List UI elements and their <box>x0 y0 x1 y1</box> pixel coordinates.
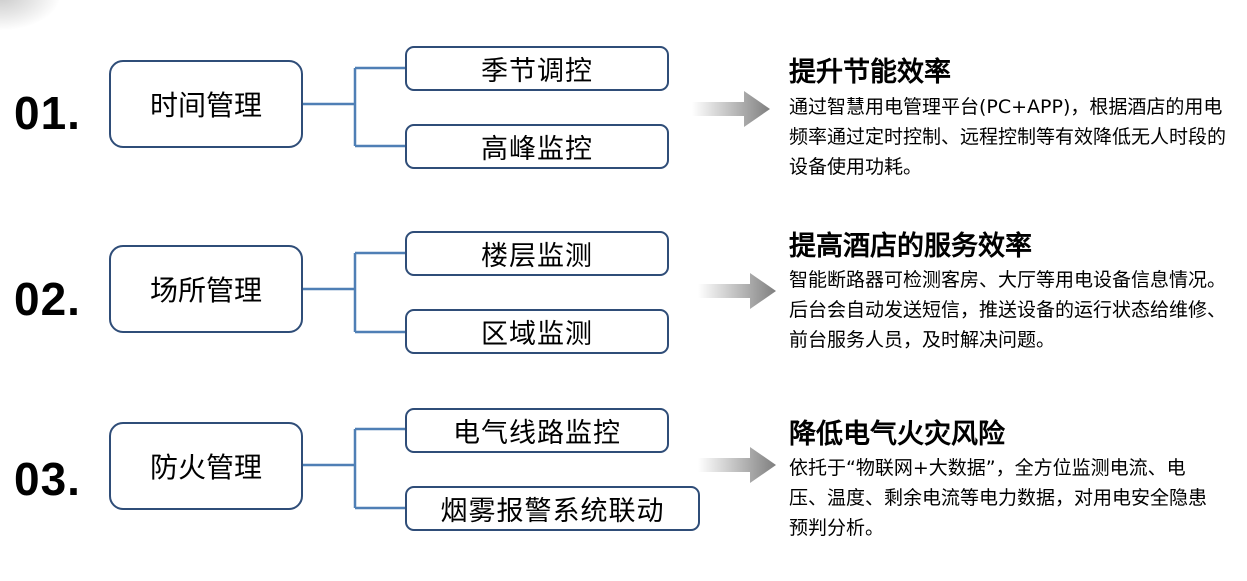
group-1-number: 01. <box>14 87 81 139</box>
connector-group-3 <box>303 427 405 510</box>
group-3-description: 依托于“物联网+大数据”，全方位监测电流、电压、温度、剩余电流等电力数据，对用电… <box>789 457 1208 539</box>
group-1-sub-item-1: 季节调控 <box>405 46 669 91</box>
group-2-sub-item-2: 区域监测 <box>405 309 669 354</box>
group-2-heading: 提高酒店的服务效率 <box>789 231 1032 262</box>
group-2-sub-item-1: 楼层监测 <box>405 231 669 276</box>
group-2-main-box: 场所管理 <box>109 245 303 333</box>
group-3-sub-item-2: 烟雾报警系统联动 <box>405 486 700 531</box>
connector-group-1 <box>303 66 405 148</box>
group-3-heading: 降低电气火灾风险 <box>789 419 1005 450</box>
group-1-sub-item-2: 高峰监控 <box>405 124 669 169</box>
group-1-description: 通过智慧用电管理平台(PC+APP)，根据酒店的用电频率通过定时控制、远程控制等… <box>789 96 1227 178</box>
group-1-main-box: 时间管理 <box>109 60 303 148</box>
right-arrow-icon <box>698 447 776 483</box>
group-3-sub-item-1: 电气线路监控 <box>405 408 669 453</box>
connector-group-2 <box>303 251 405 334</box>
group-2-number: 02. <box>14 273 81 325</box>
right-arrow-icon <box>692 91 770 127</box>
group-1-heading: 提升节能效率 <box>789 57 951 88</box>
right-arrow-icon <box>698 273 776 309</box>
group-3-number: 03. <box>14 453 81 505</box>
group-2-description: 智能断路器可检测客房、大厅等用电设备信息情况。后台会自动发送短信，推送设备的运行… <box>789 269 1227 351</box>
group-3-main-box: 防火管理 <box>109 422 303 510</box>
